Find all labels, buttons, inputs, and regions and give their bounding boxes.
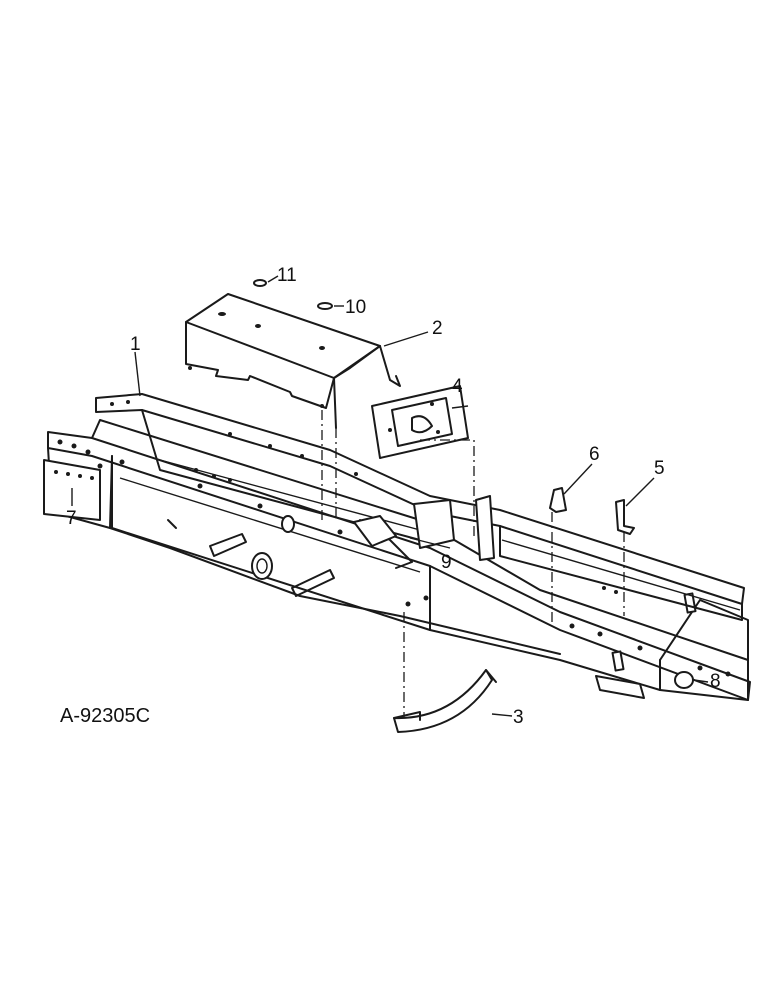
callout-1: 1 [130,334,141,355]
part-11-plug [253,279,267,287]
callout-11: 11 [277,265,297,286]
callout-5: 5 [654,458,665,479]
callout-10: 10 [345,297,366,318]
part-5-bracket [615,499,635,535]
callout-7: 7 [66,508,77,529]
callout-9: 9 [441,552,452,573]
callout-2: 2 [432,318,443,339]
callouts: 1 2 3 4 5 6 7 8 9 10 11 [66,265,721,728]
part-6-bracket [549,487,567,513]
drawing-reference-code: A-92305C [60,705,150,727]
callout-4: 4 [452,376,463,397]
part-3-support-strap [393,669,497,733]
part-10-plug [317,302,333,310]
callout-8: 8 [710,671,721,692]
alignment-lines [321,410,625,718]
callout-3: 3 [513,707,524,728]
cross-members [167,495,694,699]
part-9-center-brace [353,515,397,547]
part-2-cover-plate [185,293,401,429]
leader-lines [71,275,709,717]
callout-6: 6 [589,444,600,465]
